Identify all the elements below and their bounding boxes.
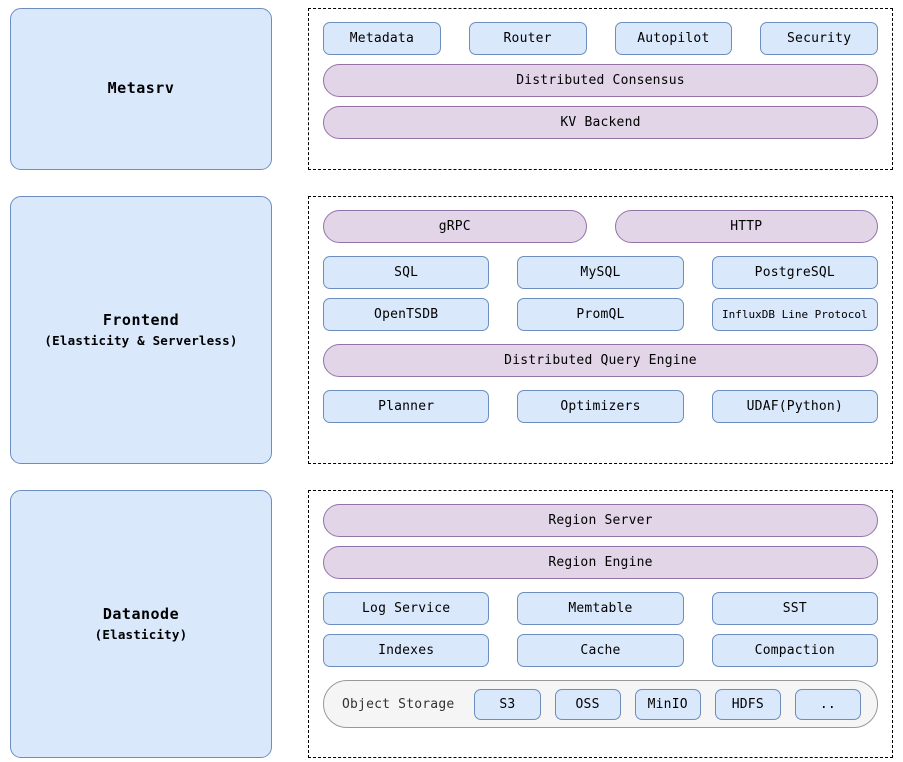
spacer bbox=[323, 331, 878, 344]
chip-router[interactable]: Router bbox=[468, 22, 587, 55]
item-row-region-server: Region Server bbox=[323, 504, 878, 537]
chip-influxdb-line-protocol[interactable]: InfluxDB Line Protocol bbox=[711, 298, 878, 331]
chip-log-service[interactable]: Log Service bbox=[323, 592, 490, 625]
chip-metadata[interactable]: Metadata bbox=[323, 22, 441, 55]
pill-http[interactable]: HTTP bbox=[614, 210, 878, 243]
architecture-section-datanode: Datanode (Elasticity) Region Server Regi… bbox=[0, 490, 903, 758]
component-title-frontend: Frontend bbox=[102, 310, 180, 329]
component-title-metasrv: Metasrv bbox=[107, 79, 175, 98]
detail-stack-datanode: Region Server Region Engine Log Service … bbox=[323, 504, 878, 728]
item-row-storage-components-1: Log Service Memtable SST bbox=[323, 592, 878, 625]
item-row-protocols-transport: gRPC HTTP bbox=[323, 210, 878, 243]
detail-container-datanode: Region Server Region Engine Log Service … bbox=[308, 490, 893, 758]
detail-stack-metasrv: Metadata Router Autopilot Security Distr… bbox=[323, 22, 878, 139]
item-row-protocols-primary: SQL MySQL PostgreSQL bbox=[323, 256, 878, 289]
chip-opentsdb[interactable]: OpenTSDB bbox=[323, 298, 490, 331]
component-panel-datanode[interactable]: Datanode (Elasticity) bbox=[10, 490, 272, 758]
object-storage-group: Object Storage S3 OSS MinIO HDFS .. bbox=[323, 680, 878, 728]
chip-security[interactable]: Security bbox=[760, 22, 878, 55]
chip-postgresql[interactable]: PostgreSQL bbox=[711, 256, 878, 289]
chip-promql[interactable]: PromQL bbox=[517, 298, 684, 331]
pill-region-engine[interactable]: Region Engine bbox=[323, 546, 878, 579]
chip-optimizers[interactable]: Optimizers bbox=[517, 390, 684, 423]
component-panel-metasrv[interactable]: Metasrv bbox=[10, 8, 272, 170]
item-row-protocols-secondary: OpenTSDB PromQL InfluxDB Line Protocol bbox=[323, 298, 878, 331]
chip-planner[interactable]: Planner bbox=[323, 390, 490, 423]
chip-hdfs[interactable]: HDFS bbox=[714, 688, 781, 720]
pill-kv-backend[interactable]: KV Backend bbox=[323, 106, 878, 139]
pill-region-server[interactable]: Region Server bbox=[323, 504, 878, 537]
item-row-metasrv-services: Metadata Router Autopilot Security bbox=[323, 22, 878, 55]
chip-memtable[interactable]: Memtable bbox=[517, 592, 684, 625]
component-title-datanode: Datanode bbox=[102, 604, 180, 623]
architecture-section-frontend: Frontend (Elasticity & Serverless) gRPC … bbox=[0, 196, 903, 464]
chip-minio[interactable]: MinIO bbox=[634, 688, 701, 720]
spacer bbox=[323, 377, 878, 390]
detail-container-frontend: gRPC HTTP SQL MySQL PostgreSQL OpenTSDB … bbox=[308, 196, 893, 464]
chip-mysql[interactable]: MySQL bbox=[517, 256, 684, 289]
item-row-query-components: Planner Optimizers UDAF(Python) bbox=[323, 390, 878, 423]
item-row-kv-backend: KV Backend bbox=[323, 106, 878, 139]
chip-indexes[interactable]: Indexes bbox=[323, 634, 490, 667]
item-row-storage-components-2: Indexes Cache Compaction bbox=[323, 634, 878, 667]
spacer bbox=[323, 579, 878, 592]
component-subtitle-datanode: (Elasticity) bbox=[94, 627, 188, 643]
chip-s3[interactable]: S3 bbox=[474, 688, 541, 720]
chip-autopilot[interactable]: Autopilot bbox=[614, 22, 733, 55]
chip-oss[interactable]: OSS bbox=[554, 688, 621, 720]
pill-distributed-consensus[interactable]: Distributed Consensus bbox=[323, 64, 878, 97]
chip-more[interactable]: .. bbox=[794, 688, 861, 720]
pill-grpc[interactable]: gRPC bbox=[323, 210, 587, 243]
item-row-region-engine: Region Engine bbox=[323, 546, 878, 579]
chip-compaction[interactable]: Compaction bbox=[711, 634, 878, 667]
pill-distributed-query-engine[interactable]: Distributed Query Engine bbox=[323, 344, 878, 377]
spacer bbox=[323, 243, 878, 256]
component-subtitle-frontend: (Elasticity & Serverless) bbox=[44, 333, 238, 349]
chip-sst[interactable]: SST bbox=[711, 592, 878, 625]
component-panel-frontend[interactable]: Frontend (Elasticity & Serverless) bbox=[10, 196, 272, 464]
architecture-section-metasrv: Metasrv Metadata Router Autopilot Securi… bbox=[0, 8, 903, 170]
spacer bbox=[323, 667, 878, 680]
chip-sql[interactable]: SQL bbox=[323, 256, 490, 289]
chip-udaf-python[interactable]: UDAF(Python) bbox=[711, 390, 878, 423]
item-row-distributed-consensus: Distributed Consensus bbox=[323, 64, 878, 97]
object-storage-label: Object Storage bbox=[342, 696, 455, 712]
item-row-query-engine: Distributed Query Engine bbox=[323, 344, 878, 377]
chip-cache[interactable]: Cache bbox=[517, 634, 684, 667]
detail-stack-frontend: gRPC HTTP SQL MySQL PostgreSQL OpenTSDB … bbox=[323, 210, 878, 423]
detail-container-metasrv: Metadata Router Autopilot Security Distr… bbox=[308, 8, 893, 170]
